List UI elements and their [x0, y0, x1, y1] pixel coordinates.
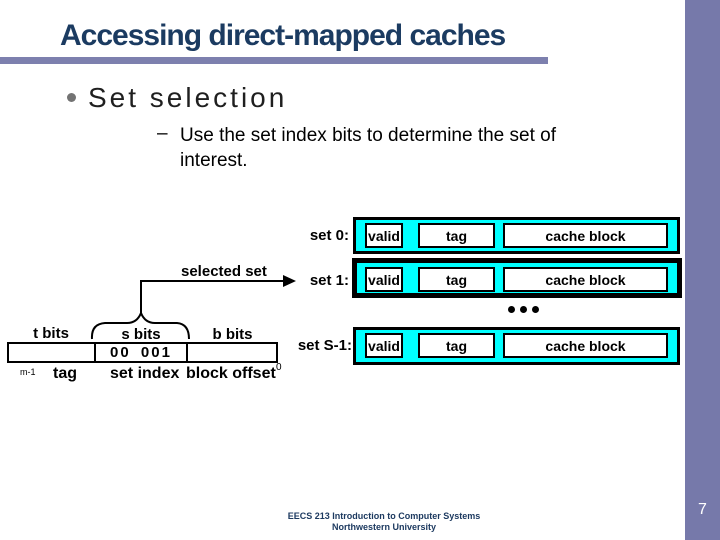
b-bits-label: b bits: [212, 326, 253, 343]
set-s-1-valid-cell: valid: [365, 333, 403, 358]
lsb-bit-label: 0: [276, 362, 282, 373]
sub-bullet-dash: –: [157, 123, 168, 144]
bullet-icon: [67, 93, 76, 102]
set-0-tag-cell: tag: [418, 223, 495, 248]
selected-set-arrow: [90, 275, 296, 340]
address-divider: [94, 343, 96, 361]
sub-bullet-line-2: interest.: [180, 150, 248, 171]
footer-university: Northwestern University: [331, 522, 437, 532]
ellipsis-dot: [520, 306, 527, 313]
footer-course: EECS 213 Introduction to Computer System…: [287, 511, 481, 521]
block-offset-field-label: block offset: [186, 365, 276, 382]
t-bits-label: t bits: [33, 325, 69, 342]
sub-bullet-text: Use the set index bits to determine the …: [180, 123, 556, 173]
s-bits-label: s bits: [121, 326, 161, 343]
set-1-label: set 1:: [309, 272, 349, 289]
set-s-1-cache-block-cell: cache block: [503, 333, 668, 358]
footer: EECS 213 Introduction to Computer System…: [234, 511, 534, 533]
set-0-label: set 0:: [309, 227, 349, 244]
msb-bit-label: m-1: [20, 367, 36, 377]
page-title: Accessing direct-mapped caches: [60, 19, 506, 52]
set-0-valid-cell: valid: [365, 223, 403, 248]
set-1-cache-block-cell: cache block: [503, 267, 668, 292]
set-index-bits-value: 00 001: [110, 344, 172, 361]
set-0-cache-block-cell: cache block: [503, 223, 668, 248]
ellipsis-dot: [508, 306, 515, 313]
selected-set-label: selected set: [181, 263, 267, 280]
set-1-valid-cell: valid: [365, 267, 403, 292]
set-index-field-label: set index: [110, 365, 180, 382]
ellipsis-dot: [532, 306, 539, 313]
page-number: 7: [698, 501, 707, 518]
bullet-set-selection: Set selection: [88, 82, 288, 113]
set-1-tag-cell: tag: [418, 267, 495, 292]
ellipsis-icon: [508, 306, 539, 313]
sub-bullet-line-1: Use the set index bits to determine the …: [180, 125, 556, 146]
title-underline: [0, 57, 548, 64]
address-divider: [186, 343, 188, 361]
set-s-1-tag-cell: tag: [418, 333, 495, 358]
tag-field-label: tag: [53, 365, 77, 382]
right-accent-bar: [685, 0, 720, 540]
address-box: [7, 342, 278, 363]
set-s-1-label: set S-1:: [297, 337, 352, 354]
